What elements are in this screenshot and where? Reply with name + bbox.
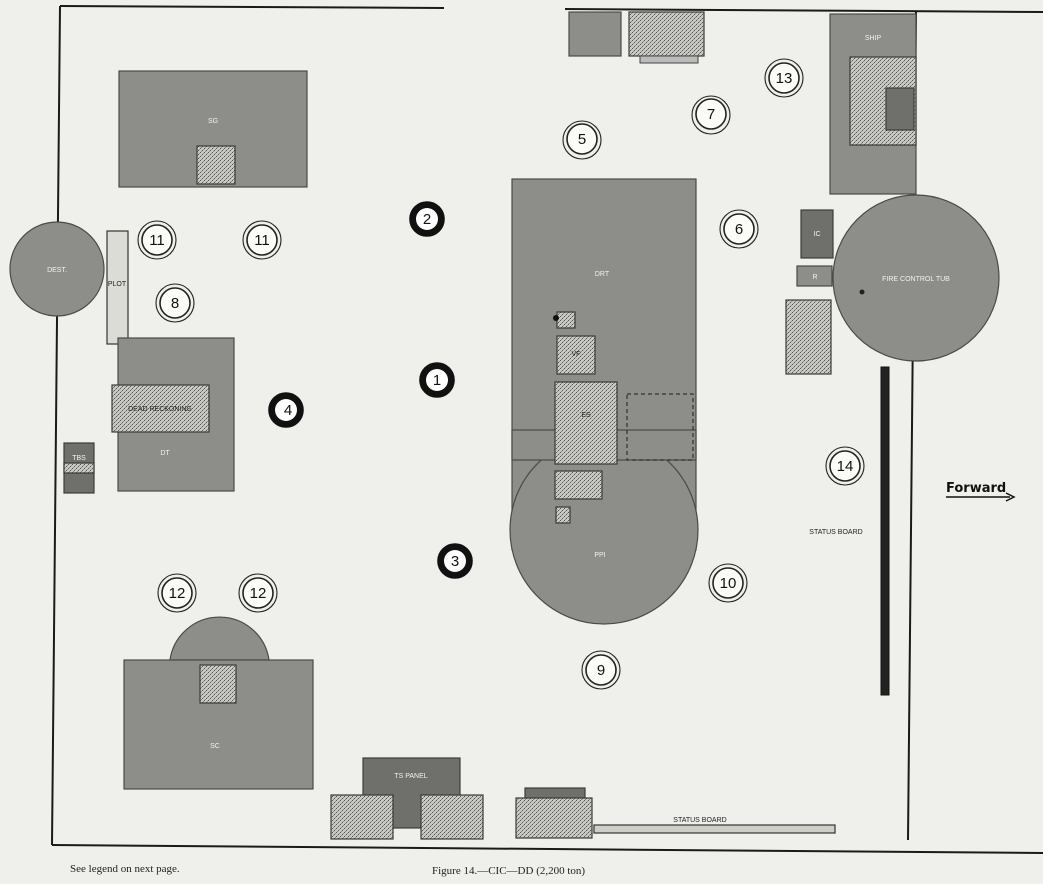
- top-center-units: [568, 11, 705, 64]
- station-marker: 8: [155, 283, 195, 323]
- vertical-status-board: STATUS BOARD: [809, 366, 890, 696]
- svg-text:3: 3: [451, 553, 459, 570]
- svg-text:14: 14: [837, 458, 854, 475]
- station-marker: 1: [419, 362, 455, 398]
- r-label: R: [812, 274, 817, 281]
- svg-text:4: 4: [284, 402, 292, 419]
- right-small-units: IC R: [785, 209, 834, 375]
- fire-control-tub: FIRE CONTROL TUB: [832, 194, 1000, 362]
- status-board-bottom-label: STATUS BOARD: [673, 817, 726, 824]
- es-label: ES: [581, 412, 591, 419]
- plot-label: PLOT: [108, 281, 127, 288]
- vf-label: VF: [572, 351, 581, 358]
- dest-table: DEST.: [9, 221, 105, 317]
- svg-text:8: 8: [171, 295, 179, 312]
- svg-text:9: 9: [597, 662, 605, 679]
- station-marker: 2: [409, 201, 445, 237]
- svg-text:10: 10: [720, 575, 737, 592]
- svg-text:12: 12: [250, 585, 267, 602]
- legend-note: See legend on next page.: [70, 863, 180, 875]
- sg-console: SG: [118, 70, 308, 188]
- station-marker: 6: [719, 209, 759, 249]
- svg-text:7: 7: [707, 106, 715, 123]
- tbs-unit: TBS: [63, 442, 95, 494]
- station-marker: 12: [238, 573, 278, 613]
- station-marker: 3: [437, 543, 473, 579]
- status-board-vertical-label: STATUS BOARD: [809, 529, 862, 536]
- station-marker: 9: [581, 650, 621, 690]
- svg-text:2: 2: [423, 211, 431, 228]
- svg-text:11: 11: [149, 232, 165, 249]
- station-marker: 7: [691, 95, 731, 135]
- station-marker: 5: [562, 120, 602, 160]
- station-marker: 11: [242, 220, 282, 260]
- station-marker: 4: [268, 392, 304, 428]
- sc-label: SC: [210, 743, 220, 750]
- ts-panel: TS PANEL: [330, 757, 484, 840]
- drt-table: DRT VF ES PPI: [509, 178, 699, 625]
- drt-label: DRT: [595, 271, 610, 278]
- ship-console: SHIP: [829, 13, 917, 195]
- forward-label: Forward: [946, 481, 1006, 496]
- station-marker: 10: [708, 563, 748, 603]
- svg-text:11: 11: [254, 232, 270, 249]
- station-marker: 14: [825, 446, 865, 486]
- dt-console: DEAD RECKONING DT: [111, 337, 235, 492]
- dt-label: DT: [160, 450, 170, 457]
- station-marker: 12: [157, 573, 197, 613]
- svg-text:5: 5: [578, 131, 586, 148]
- svg-text:1: 1: [433, 372, 441, 389]
- ship-label: SHIP: [865, 35, 882, 42]
- tbs-label: TBS: [72, 455, 86, 462]
- svg-text:6: 6: [735, 221, 743, 238]
- station-marker: 13: [764, 58, 804, 98]
- dest-label: DEST.: [47, 267, 67, 274]
- station-markers: 2 1 3 4 5 7 6 13 11 11 8 14 10 9 12 12: [137, 58, 865, 690]
- ts-panel-label: TS PANEL: [394, 773, 427, 780]
- forward-indicator: Forward: [946, 481, 1016, 502]
- fire-control-label: FIRE CONTROL TUB: [882, 276, 950, 283]
- ppi-label: PPI: [594, 552, 605, 559]
- svg-text:12: 12: [169, 585, 186, 602]
- svg-text:13: 13: [776, 70, 793, 87]
- plot-board: PLOT: [106, 230, 134, 347]
- ic-label: IC: [814, 231, 821, 238]
- station-marker: 11: [137, 220, 177, 260]
- sg-label: SG: [208, 118, 218, 125]
- dead-reckoning-label: DEAD RECKONING: [128, 406, 192, 413]
- bottom-status-board: STATUS BOARD: [515, 787, 836, 839]
- figure-caption: Figure 14.—CIC—DD (2,200 ton): [432, 865, 585, 877]
- sc-console: SC: [123, 616, 314, 790]
